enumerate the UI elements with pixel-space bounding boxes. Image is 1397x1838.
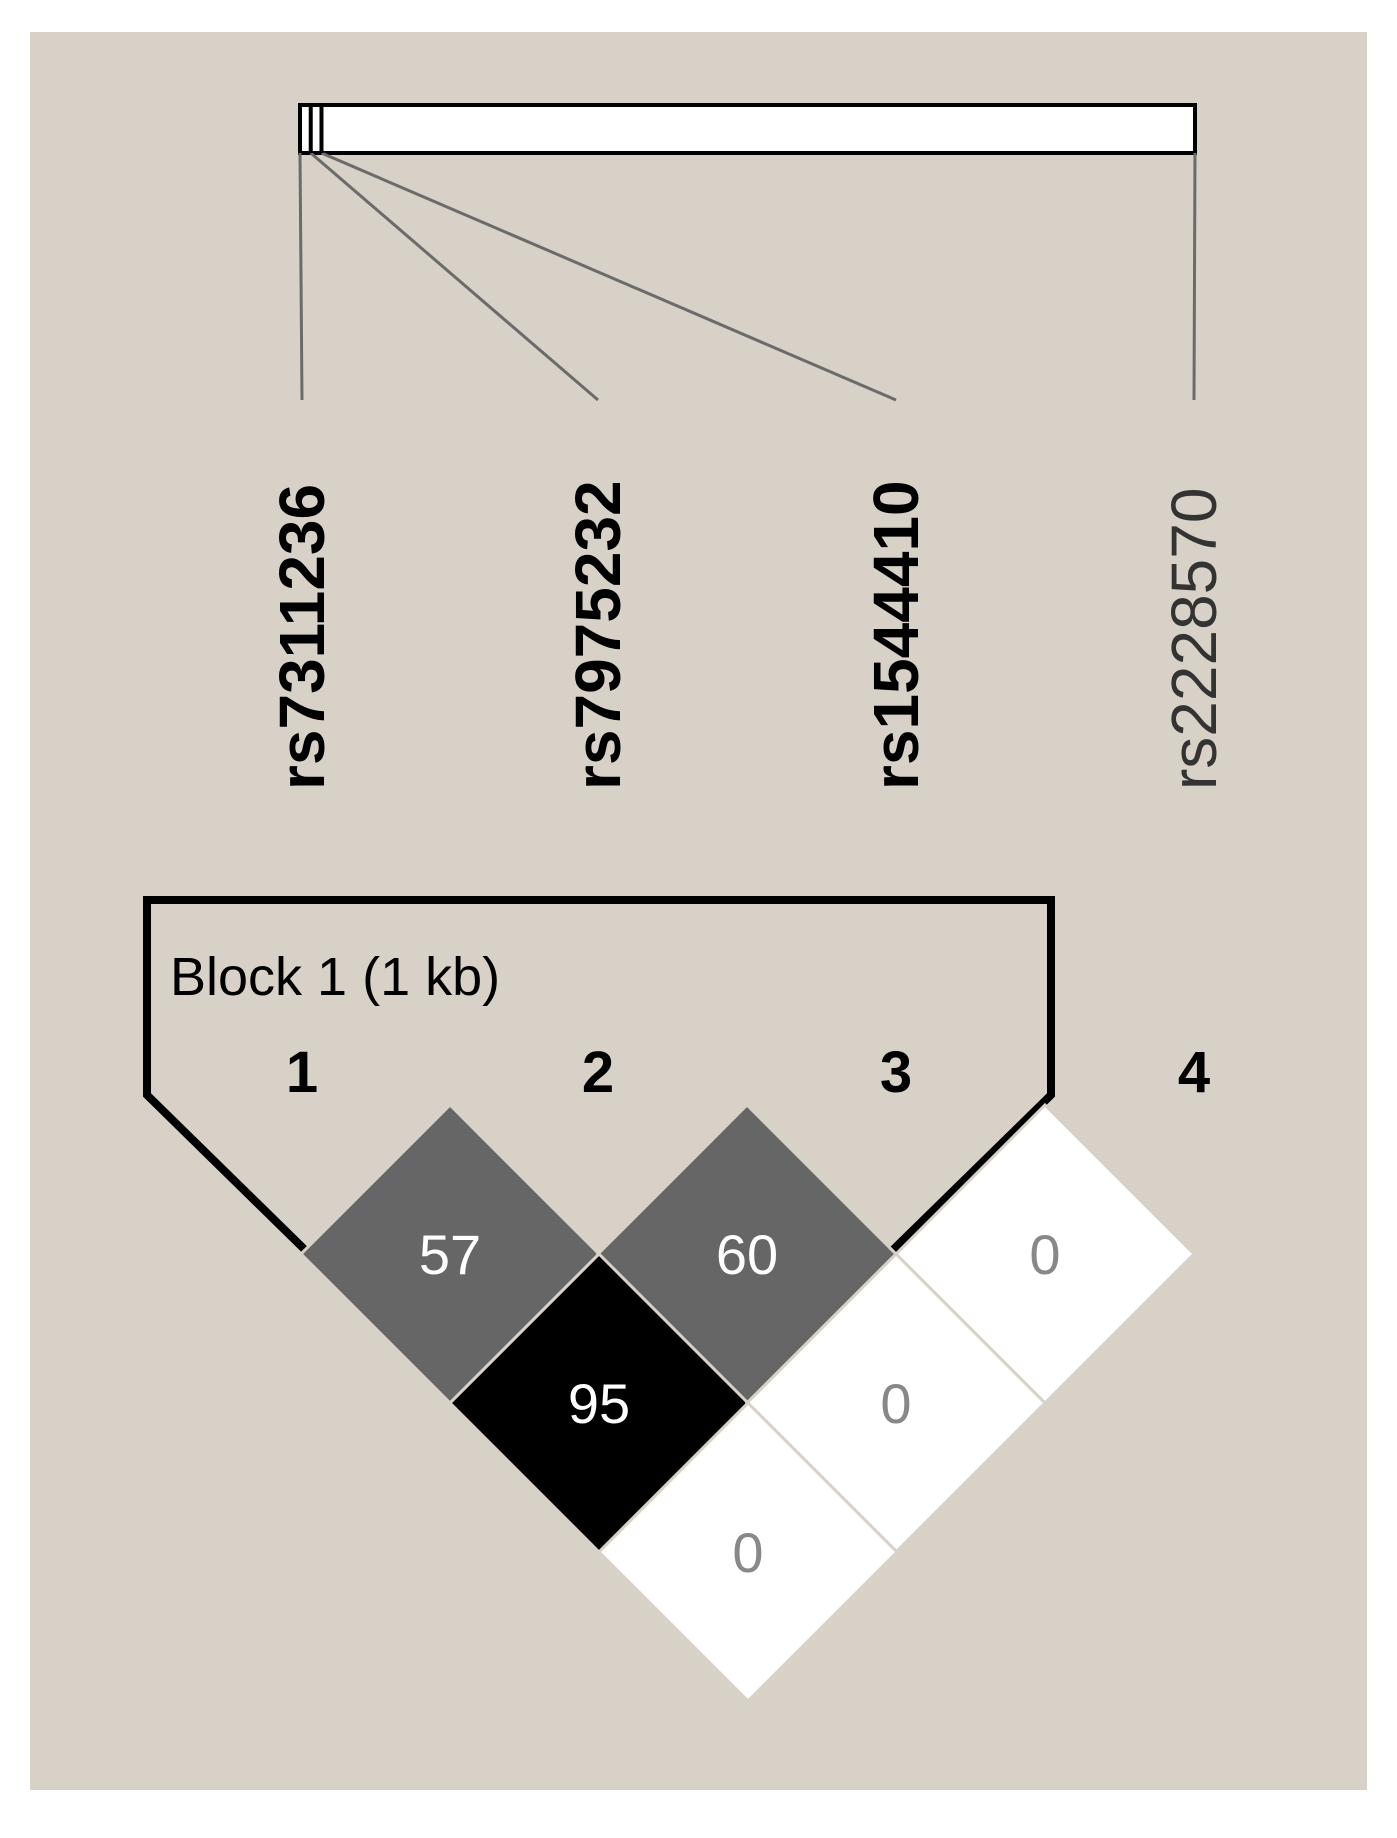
ld-value-2-3: 60 <box>716 1223 778 1286</box>
ld-value-3-4: 0 <box>1029 1223 1060 1286</box>
block-label: Block 1 (1 kb) <box>170 947 500 1007</box>
marker-number-1: 1 <box>286 1040 318 1105</box>
ld-value-2-4: 0 <box>880 1372 911 1435</box>
ld-value-1-3: 95 <box>568 1372 630 1435</box>
marker-number-2: 2 <box>582 1040 614 1105</box>
ld-matrix: 57 60 0 95 0 0 <box>298 1102 1197 1704</box>
connector-1 <box>298 152 304 401</box>
region-bar-outline <box>298 103 1197 155</box>
connector-3 <box>320 151 897 402</box>
snp-label-2: rs7975232 <box>562 480 634 790</box>
region-bar <box>298 103 1197 155</box>
snp-labels: rs7311236 rs7975232 rs1544410 rs2228570 <box>266 480 1230 790</box>
snp-label-3: rs1544410 <box>860 480 932 790</box>
connector-2 <box>309 151 599 402</box>
ld-cell-1-4 <box>596 1400 900 1704</box>
connector-4 <box>1192 152 1197 401</box>
snp-label-4: rs2228570 <box>1158 488 1230 790</box>
ld-value-1-4: 0 <box>732 1521 763 1584</box>
snp-label-1: rs7311236 <box>266 484 338 790</box>
marker-numbers: 1 2 3 4 <box>286 1040 1210 1105</box>
marker-number-3: 3 <box>880 1040 912 1105</box>
ld-value-1-2: 57 <box>419 1223 481 1286</box>
marker-number-4: 4 <box>1178 1040 1210 1105</box>
marker-position-ticks <box>298 105 1197 153</box>
snp-connectors <box>298 151 1197 402</box>
